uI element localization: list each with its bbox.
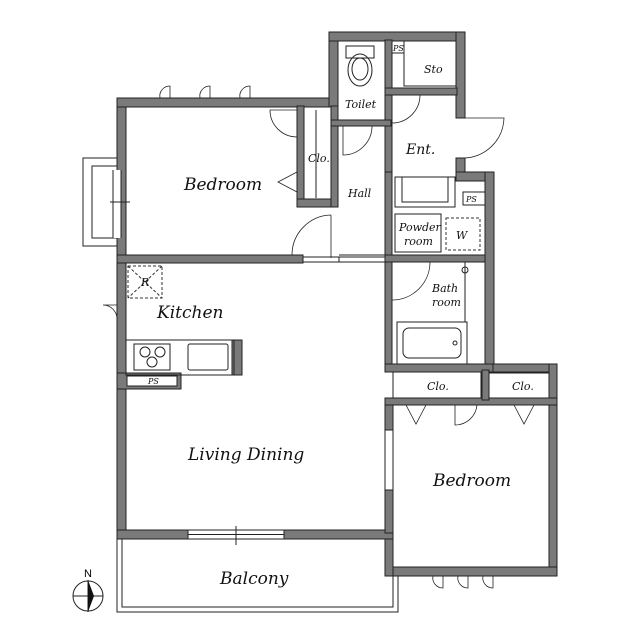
ps-label: PS <box>465 195 477 204</box>
bathroom-label: room <box>432 296 461 309</box>
storage-label: Sto <box>424 63 443 76</box>
powder-room-label: room <box>404 235 433 248</box>
refrigerator-label: R <box>140 276 149 289</box>
ps-label: PS <box>147 377 159 386</box>
hall-label: Hall <box>347 187 372 200</box>
room-labels: Bedroom Clo. Toilet Sto PS Ent. Hall PS … <box>140 44 534 589</box>
north-compass-icon: N <box>72 568 104 612</box>
bedroom-label: Bedroom <box>432 471 511 491</box>
entrance-label: Ent. <box>405 142 435 158</box>
bedroom-label: Bedroom <box>183 175 262 195</box>
bathroom-label: Bath <box>431 282 458 295</box>
fixtures <box>125 40 550 399</box>
closet-label: Clo. <box>427 380 449 393</box>
closet-label: Clo. <box>512 380 534 393</box>
living-dining-label: Living Dining <box>187 445 304 465</box>
compass-north-label: N <box>84 568 92 580</box>
washer-label: W <box>456 229 469 242</box>
doors <box>102 94 535 426</box>
balcony-label: Balcony <box>219 569 289 589</box>
toilet-label: Toilet <box>345 98 377 111</box>
ps-label: PS <box>392 44 404 53</box>
toilet-fixture <box>345 45 375 87</box>
balcony <box>116 539 399 613</box>
windows <box>82 85 494 589</box>
powder-room-label: Powder <box>398 221 442 234</box>
closet-label: Clo. <box>308 152 330 165</box>
kitchen-label: Kitchen <box>156 303 223 323</box>
